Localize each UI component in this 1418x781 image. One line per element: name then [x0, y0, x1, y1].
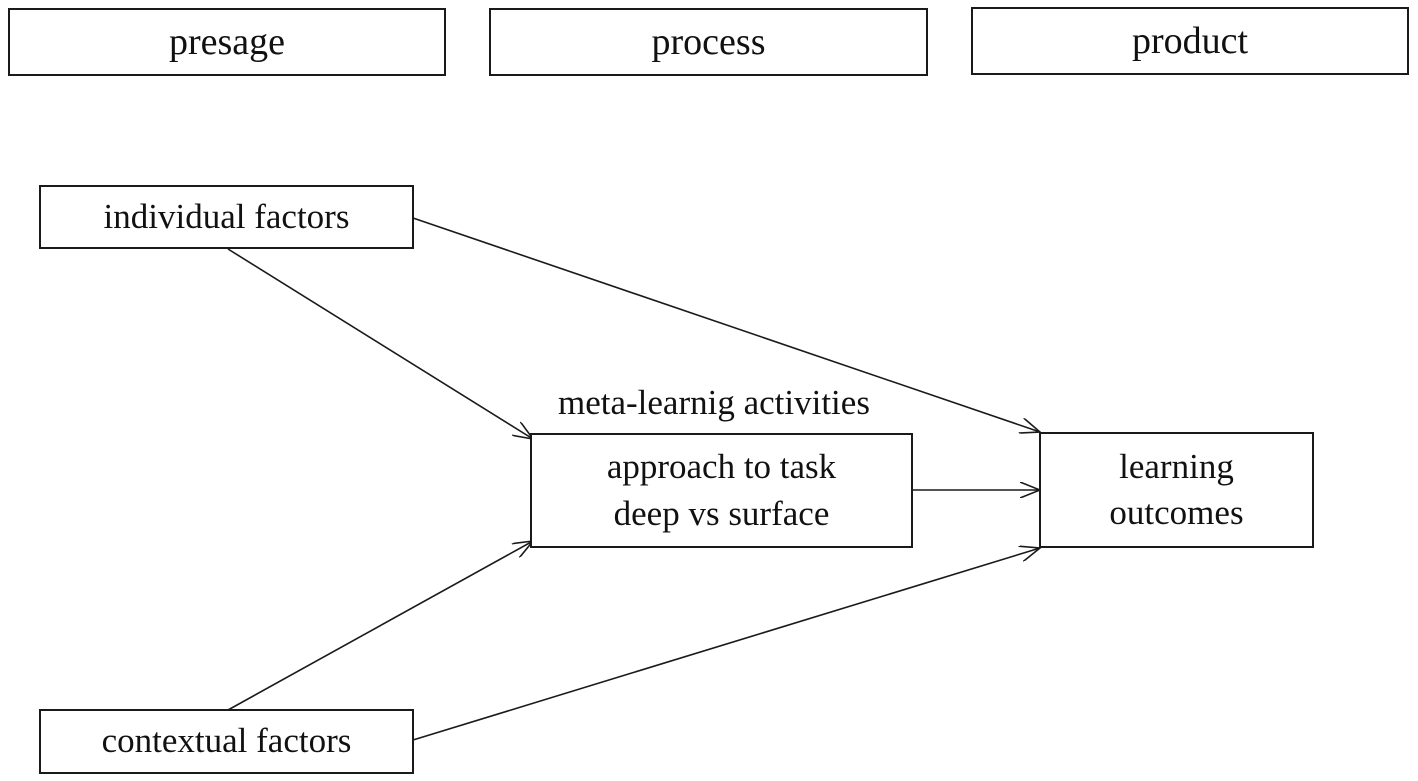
arrow-individual-to-outcomes: [412, 217, 1040, 432]
outcomes-line-2: outcomes: [1109, 493, 1244, 532]
approach-line-2: deep vs surface: [613, 493, 830, 533]
arrow-contextual-to-outcomes: [412, 548, 1040, 741]
stage-process-box: process: [489, 8, 928, 76]
node-contextual-factors: contextual factors: [39, 709, 414, 774]
stage-product-box: product: [971, 7, 1409, 75]
node-individual-factors: individual factors: [39, 185, 414, 249]
individual-factors-label: individual factors: [103, 196, 350, 236]
contextual-factors-label: contextual factors: [101, 721, 352, 761]
approach-line-1: approach to task: [606, 447, 837, 487]
node-approach-to-task: approach to task deep vs surface: [530, 433, 913, 548]
outcomes-line-1: learning: [1119, 446, 1234, 486]
arrow-contextual-to-approach: [227, 541, 533, 711]
stage-process-label: process: [651, 21, 766, 63]
stage-product-label: product: [1131, 20, 1249, 62]
stage-presage-label: presage: [168, 21, 286, 63]
arrow-individual-to-approach: [227, 248, 533, 439]
stage-presage-box: presage: [8, 8, 446, 76]
node-learning-outcomes: learning outcomes: [1039, 432, 1314, 548]
meta-learning-caption: meta-learnig activities: [558, 383, 870, 422]
